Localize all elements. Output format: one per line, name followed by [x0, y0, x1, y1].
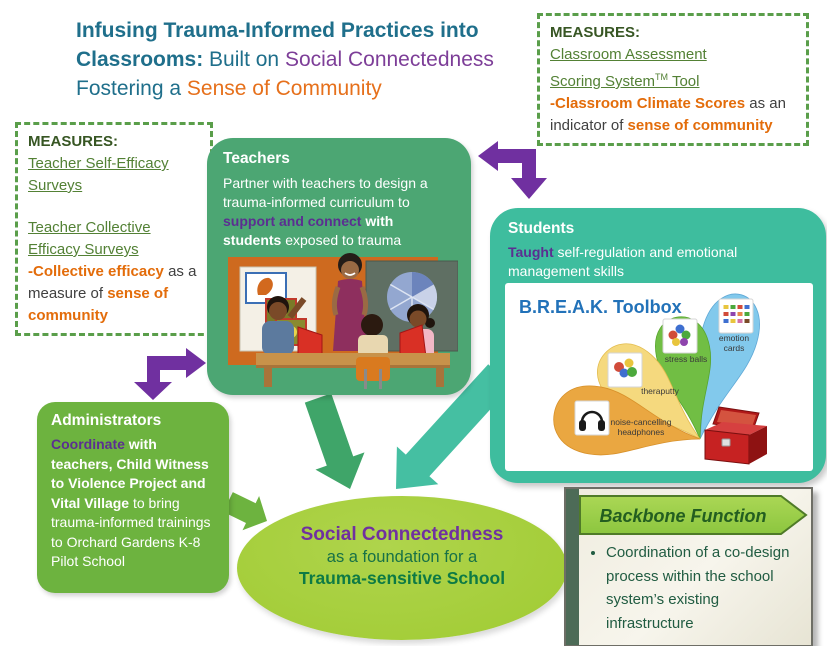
arrow-administrators-to-ellipse: [223, 492, 267, 531]
break-toolbox-graphic: B.R.E.A.K. Toolbox: [519, 293, 767, 465]
chair: [356, 357, 390, 389]
backbone-pennant: Backbone Function: [579, 495, 808, 535]
break-toolbox-title: B.R.E.A.K. Toolbox: [519, 297, 682, 317]
students-title: Students: [508, 220, 575, 237]
title-line1: Infusing Trauma-Informed Practices into: [76, 16, 554, 45]
slide-title: Infusing Trauma-Informed Practices into …: [76, 16, 554, 103]
ellipse-line2: as a foundation for a: [326, 548, 478, 566]
social-connectedness-ellipse: Social Connectedness as a foundation for…: [237, 496, 567, 640]
label-emotion-cards-2: cards: [724, 343, 745, 353]
backbone-header: Backbone Function: [599, 506, 766, 526]
teachers-box: Teachers Partner with teachers to design…: [207, 138, 471, 395]
student-left: [262, 296, 323, 358]
measures-teacher-efficacy-box: MEASURES: Teacher Self-Efficacy Surveys …: [15, 122, 213, 336]
administrators-box: Administrators Coordinate with teachers,…: [37, 402, 229, 593]
arrow-teachers-to-ellipse: [304, 393, 365, 489]
break-toolbox-panel: B.R.E.A.K. Toolbox: [505, 283, 813, 471]
backbone-bullet-list: Coordination of a co-design process with…: [586, 541, 798, 635]
ellipse-line3: Trauma-sensitive School: [298, 568, 506, 588]
title-line3: Fostering a Sense of Community: [76, 74, 554, 103]
measures-left-heading: MEASURES:: [28, 133, 119, 150]
title-fostering: Fostering a: [76, 77, 187, 100]
title-social-connectedness: Social Connectedness: [284, 48, 494, 71]
students-box: Students Taught self-regulation and emot…: [490, 208, 826, 483]
title-classrooms: Classrooms:: [76, 48, 204, 71]
label-theraputty: theraputty: [641, 386, 680, 396]
student-center: [358, 314, 388, 357]
measures-left-detail: -Collective efficacy as a measure of sen…: [28, 263, 197, 324]
measures-left-link1: Teacher Self-Efficacy Surveys: [28, 155, 169, 194]
label-stress-balls: stress balls: [665, 354, 708, 364]
label-noise-cancelling-2: headphones: [618, 427, 665, 437]
measures-right-heading: MEASURES:: [550, 24, 641, 41]
spacer: [28, 197, 200, 217]
backbone-function-box: Backbone Function Coordination of a co-d…: [564, 487, 813, 646]
elbow-arrow-teachers-to-administrators: [134, 348, 206, 400]
ellipse-line1: Social Connectedness: [300, 524, 504, 545]
label-emotion-cards-1: emotion: [719, 333, 750, 343]
title-line2: Classrooms: Built on Social Connectednes…: [76, 45, 554, 74]
measures-right-detail: -Classroom Climate Scores as an indicato…: [550, 95, 786, 134]
students-body: Taught self-regulation and emotional man…: [508, 244, 738, 279]
measures-left-link2: Teacher Collective Efficacy Surveys: [28, 219, 151, 258]
emotion-cards-icon: [718, 298, 754, 334]
toolbox-icon: [704, 406, 767, 465]
classroom-illustration: [228, 253, 458, 389]
headphones-icon: [574, 400, 610, 436]
backbone-side-bar: [566, 489, 579, 645]
arrow-students-to-ellipse: [396, 364, 512, 489]
desk: [256, 353, 450, 387]
label-noise-cancelling-1: noise-cancelling: [611, 417, 672, 427]
teachers-title: Teachers: [223, 150, 290, 167]
elbow-arrow-measures-to-teachers-and-students: [478, 141, 547, 199]
title-built-on: Built on: [203, 48, 285, 71]
title-line1-text: Infusing Trauma-Informed Practices into: [76, 19, 479, 42]
backbone-bullet: Coordination of a co-design process with…: [606, 541, 798, 635]
teachers-body: Partner with teachers to design a trauma…: [223, 175, 428, 248]
teacher-figure: [331, 253, 369, 351]
theraputty-icon: [607, 352, 643, 388]
stress-balls-icon: [662, 318, 698, 354]
administrators-title: Administrators: [51, 412, 162, 429]
title-sense-of-community: Sense of Community: [186, 77, 382, 100]
administrators-body: Coordinate with teachers, Child Witness …: [51, 436, 211, 569]
